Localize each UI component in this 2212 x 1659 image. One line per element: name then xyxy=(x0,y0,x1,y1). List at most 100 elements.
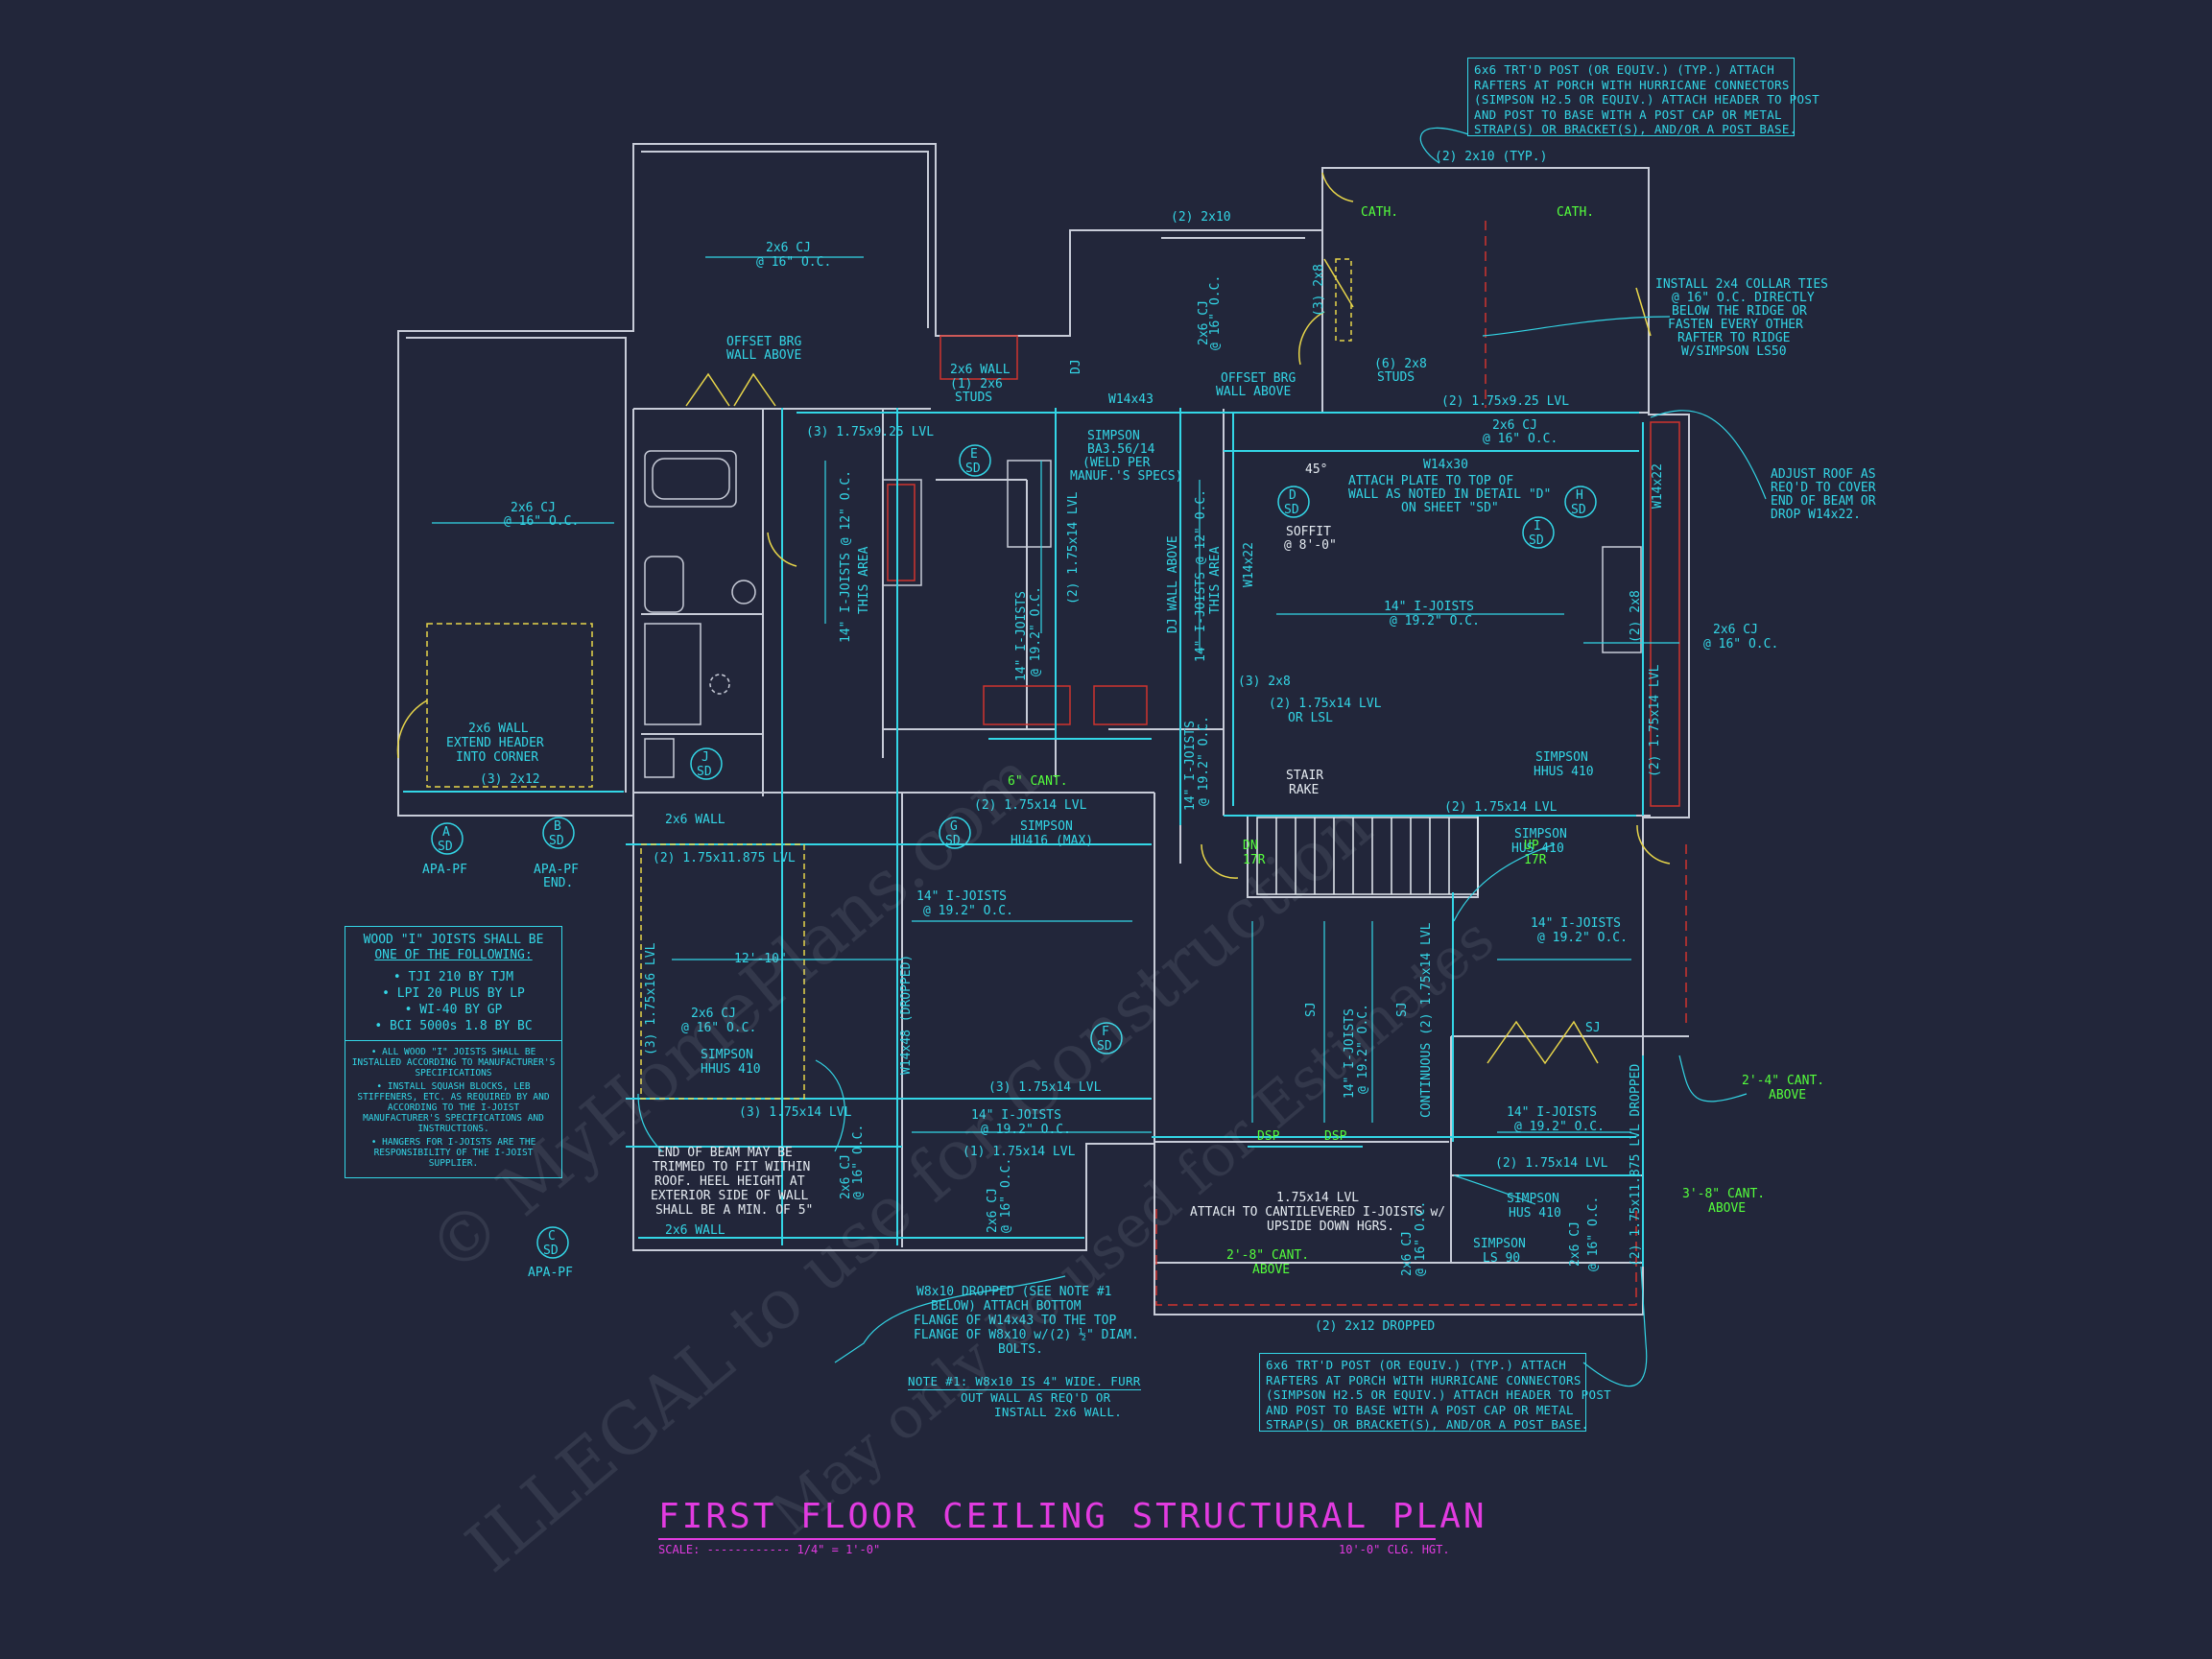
annotation-labels: 2x6 CJ @ 16" O.C. 2x6 CJ @ 16" O.C. 2x6 … xyxy=(422,150,1876,1357)
label-ijoist: 14" I-JOISTS xyxy=(1507,1105,1597,1120)
note-line: STRAP(S) OR BRACKET(S), AND/OR A POST BA… xyxy=(1266,1417,1589,1432)
label-attach: ON SHEET "SD" xyxy=(1401,501,1499,515)
label-ijoist: 14" I-JOISTS xyxy=(1531,916,1621,931)
wood-heading: ONE OF THE FOLLOWING: xyxy=(374,948,533,962)
label-cath: CATH. xyxy=(1557,205,1594,220)
label-lvl: (3) 1.75x14 LVL xyxy=(988,1080,1102,1095)
marker-letter: A xyxy=(442,825,450,840)
label-dropped-beam: W14x48 (DROPPED) xyxy=(899,955,914,1075)
wood-item: • TJI 210 BY TJM xyxy=(392,970,514,984)
label-simpson: SIMPSON xyxy=(1020,819,1073,834)
label-oc: @ 16" O.C. xyxy=(1586,1197,1601,1271)
marker-b xyxy=(542,817,575,849)
leader-lines xyxy=(637,127,1767,1387)
label-cant: 2'-8" CANT. xyxy=(1226,1248,1309,1263)
marker-letter: F xyxy=(1102,1025,1109,1039)
porch-elements xyxy=(426,258,1652,1100)
fixtures xyxy=(644,450,1642,778)
label-ijoist: 14" I-JOISTS xyxy=(916,889,1007,904)
label-apa: END. xyxy=(543,876,573,890)
label-oc: @ 19.2" O.C. xyxy=(923,904,1013,918)
marker-letter: C xyxy=(548,1229,556,1244)
label-ijoist: 14" I-JOISTS xyxy=(1014,591,1029,681)
marker-sd: SD xyxy=(543,1244,559,1258)
label-apa: APA-PF xyxy=(422,863,467,877)
label-lvl: (2) 1.75x14 LVL xyxy=(1269,697,1382,711)
label-simpson: SIMPSON xyxy=(1507,1192,1559,1206)
label-cj: 2x6 CJ xyxy=(766,241,811,255)
label-wall: INTO CORNER xyxy=(456,750,538,765)
stair xyxy=(1256,817,1479,895)
label-cant: 3'-8" CANT. xyxy=(1682,1187,1765,1201)
joist-direction-arrows xyxy=(432,256,1679,1133)
label-stair: STAIR xyxy=(1286,769,1323,783)
beams xyxy=(403,408,1644,1267)
label-end-beam: SHALL BE A MIN. OF 5" xyxy=(655,1203,813,1218)
label-ijoist: 14" I-JOISTS xyxy=(971,1108,1061,1123)
wood-small: • HANGERS FOR I-JOISTS ARE THE RESPONSIB… xyxy=(370,1137,536,1169)
label-offset: OFFSET BRG xyxy=(1221,371,1296,386)
marker-c xyxy=(536,1226,569,1259)
label-beam: (3) 2x12 xyxy=(480,772,540,787)
label-wall: 2x6 WALL xyxy=(468,722,529,736)
marker-letter: E xyxy=(970,447,978,462)
marker-h xyxy=(1564,486,1597,518)
label-ijoist: 14" I-JOISTS xyxy=(1343,1008,1357,1099)
label-oc: @ 16" O.C. xyxy=(1703,637,1778,652)
label-attach-cant: ATTACH TO CANTILEVERED I-JOISTS w/ xyxy=(1190,1205,1445,1220)
label-simpson: HU416 (MAX) xyxy=(1011,834,1093,848)
label-collar: W/SIMPSON LS50 xyxy=(1681,344,1787,359)
marker-sd: SD xyxy=(965,462,981,476)
label-studs: STUDS xyxy=(1377,370,1415,385)
label-oc: @ 19.2" O.C. xyxy=(981,1123,1071,1137)
wood-item: • WI-40 BY GP xyxy=(404,1003,503,1017)
label-wall: 2x6 WALL xyxy=(665,1223,725,1238)
label-end-beam: TRIMMED TO FIT WITHIN xyxy=(653,1160,810,1174)
label-oc: @ 16" O.C. xyxy=(504,514,579,529)
label-simpson: HHUS 410 xyxy=(1534,765,1594,779)
marker-e xyxy=(959,444,991,477)
label-collar: BELOW THE RIDGE OR xyxy=(1672,304,1807,319)
label-oc: @ 16" O.C. xyxy=(999,1158,1013,1233)
note-line: RAFTERS AT PORCH WITH HURRICANE CONNECTO… xyxy=(1474,77,1790,92)
label-dj-wall: DJ WALL ABOVE xyxy=(1166,535,1180,633)
label-ijoist: 14" I-JOISTS @ 12" O.C. xyxy=(1194,489,1208,662)
wood-heading: WOOD "I" JOISTS SHALL BE xyxy=(363,933,544,947)
label-simpson: SIMPSON xyxy=(1473,1237,1526,1251)
marker-letter: B xyxy=(554,819,561,834)
note-1: NOTE #1: W8x10 IS 4" WIDE. FURR OUT WALL… xyxy=(902,1370,1141,1420)
label-wall: 2x6 WALL xyxy=(950,363,1011,377)
dropped-beams xyxy=(1155,221,1687,1306)
label-steel: W14x22 xyxy=(1651,463,1665,509)
label-end-beam: ROOF. HEEL HEIGHT AT xyxy=(654,1174,805,1189)
label-simpson: LS 90 xyxy=(1483,1251,1520,1266)
label-simpson: HHUS 410 xyxy=(701,1062,761,1077)
label-lvl: 1.75x14 LVL xyxy=(1276,1191,1359,1205)
wood-small: • ALL WOOD "I" JOISTS SHALL BE INSTALLED… xyxy=(351,1047,556,1078)
note-line: STRAP(S) OR BRACKET(S), AND/OR A POST BA… xyxy=(1474,122,1797,136)
label-adjust: DROP W14x22. xyxy=(1771,508,1861,522)
label-lvl: OR LSL xyxy=(1288,711,1333,725)
label-attach: ATTACH PLATE TO TOP OF xyxy=(1348,474,1513,488)
marker-f xyxy=(1090,1022,1123,1055)
label-collar: @ 16" O.C. DIRECTLY xyxy=(1672,291,1815,305)
label-oc: @ 19.2" O.C. xyxy=(1356,1004,1370,1094)
label-lvl: (3) 1.75x14 LVL xyxy=(739,1105,852,1120)
label-angle: 45° xyxy=(1305,462,1327,477)
label-lvl: (2) 1.75x14 LVL xyxy=(974,798,1087,813)
label-simpson: (WELD PER xyxy=(1082,456,1151,470)
label-cj: 2x6 CJ xyxy=(1568,1221,1582,1267)
section-markers xyxy=(431,444,1597,1259)
marker-sd: SD xyxy=(1571,503,1586,517)
label-cj: 2x6 CJ xyxy=(1713,623,1758,637)
label-ijoist: 14" I-JOISTS @ 12" O.C. xyxy=(839,470,853,643)
door-swings xyxy=(396,172,1671,879)
label-dropped: (2) 2x12 DROPPED xyxy=(1315,1319,1435,1334)
label-steel: W14x22 xyxy=(1242,542,1256,587)
label-attach: WALL AS NOTED IN DETAIL "D" xyxy=(1348,487,1551,502)
label-simpson: SIMPSON xyxy=(701,1048,753,1062)
label-apa: APA-PF xyxy=(528,1266,573,1280)
label-studs: (1) 2x6 xyxy=(950,377,1003,391)
label-stair-dn: 17R xyxy=(1243,853,1266,867)
